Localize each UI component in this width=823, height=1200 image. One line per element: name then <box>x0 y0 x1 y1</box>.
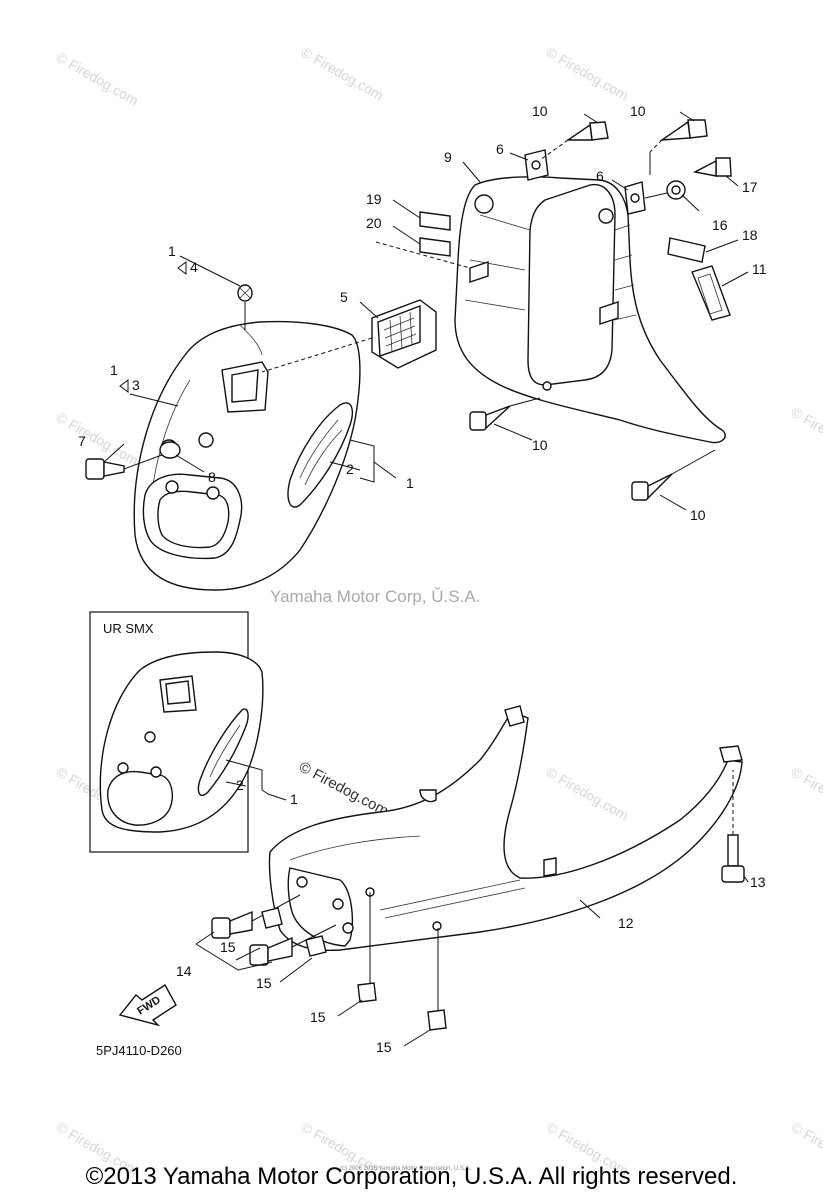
footrest-board-part-12 <box>268 705 743 952</box>
callout-20: 20 <box>366 215 382 231</box>
callout-1: 1 <box>406 475 414 491</box>
callout-17: 17 <box>742 179 758 195</box>
callout-15: 15 <box>256 975 272 991</box>
fwd-arrow-icon: FWD <box>118 984 177 1027</box>
screw-part-10 <box>631 449 716 501</box>
damper-part-11 <box>691 265 731 321</box>
callout-19: 19 <box>366 191 382 207</box>
label-part-18 <box>667 237 706 263</box>
inset-ur-smx: UR SMX <box>89 611 264 853</box>
watermark-firedog-inline: © Firedog.com <box>296 759 391 820</box>
callout-numbers: 1 4 1 3 5 7 8 2 1 9 6 6 10 10 17 16 19 2… <box>78 103 767 1055</box>
grommet-part-15 <box>427 928 447 1031</box>
grommet-part-15 <box>261 907 283 929</box>
front-cover <box>133 320 361 591</box>
callout-15: 15 <box>220 939 236 955</box>
watermark-firedog: © Firedog.com <box>544 764 632 824</box>
screw-part-14 <box>211 894 301 939</box>
grommet-part-15 <box>305 935 327 957</box>
vent-grill-part-5 <box>261 299 437 373</box>
screw-part-13 <box>721 770 745 883</box>
callout-15: 15 <box>310 1009 326 1025</box>
callout-bracket <box>119 379 129 393</box>
screw-part-14 <box>249 924 337 966</box>
callout-13: 13 <box>750 874 766 890</box>
watermark-tiny: (c) 2006 2016 Yamaha Motor Corporation, … <box>340 1166 472 1172</box>
nut-part-6 <box>524 149 549 181</box>
watermark-firedog: © Firedog.com <box>544 44 632 104</box>
callout-leaders <box>103 111 749 1047</box>
grommet-part-15 <box>357 892 377 1003</box>
inset-callout-2: 2 <box>236 777 244 793</box>
callout-10: 10 <box>630 103 646 119</box>
callout-7: 7 <box>78 433 86 449</box>
callout-8: 8 <box>208 469 216 485</box>
label-part-19 <box>419 211 451 231</box>
screw-part-10 <box>649 119 708 175</box>
callout-2: 2 <box>346 461 354 477</box>
callout-6: 6 <box>596 168 604 184</box>
inset-label: UR SMX <box>103 621 154 636</box>
callout-10: 10 <box>690 507 706 523</box>
callout-15: 15 <box>376 1039 392 1055</box>
callout-bracket <box>177 261 187 275</box>
callout-6: 6 <box>496 141 504 157</box>
callout-10: 10 <box>532 103 548 119</box>
callout-16: 16 <box>712 217 728 233</box>
callout-1: 1 <box>168 243 176 259</box>
label-part-20 <box>419 237 451 257</box>
washer-part-16 <box>644 180 686 200</box>
watermark-firedog: © Firedog.com <box>54 49 142 109</box>
nut-part-6 <box>624 181 646 215</box>
screw-part-10 <box>539 121 609 161</box>
callout-9: 9 <box>444 149 452 165</box>
callout-14: 14 <box>176 963 192 979</box>
copyright-notice: ©2013 Yamaha Motor Corporation, U.S.A. A… <box>85 1163 738 1190</box>
inset-callout-1: 1 <box>290 791 298 807</box>
screw-part-10 <box>469 397 541 431</box>
callout-4: 4 <box>190 259 198 275</box>
watermark-yamaha: Yamaha Motor Corp, Ŭ.S.A. <box>270 587 480 606</box>
callout-12: 12 <box>618 915 634 931</box>
callout-10: 10 <box>532 437 548 453</box>
callout-11: 11 <box>752 261 767 277</box>
callout-3: 3 <box>132 377 140 393</box>
emblem-part-4 <box>237 284 253 330</box>
diagram-code: 5PJ4110-D260 <box>96 1043 182 1058</box>
watermark-firedog: © Firedog.com <box>299 44 387 104</box>
screw-part-17 <box>692 157 732 177</box>
leg-shield <box>454 176 726 444</box>
watermark-firedog: © Firedog.com <box>789 404 823 464</box>
grommet-part-8 <box>159 441 181 459</box>
callout-1: 1 <box>110 362 118 378</box>
callout-18: 18 <box>742 227 758 243</box>
watermark-firedog: © Firedog.com <box>789 764 823 824</box>
callout-5: 5 <box>340 289 348 305</box>
screw-part-7 <box>85 454 163 480</box>
